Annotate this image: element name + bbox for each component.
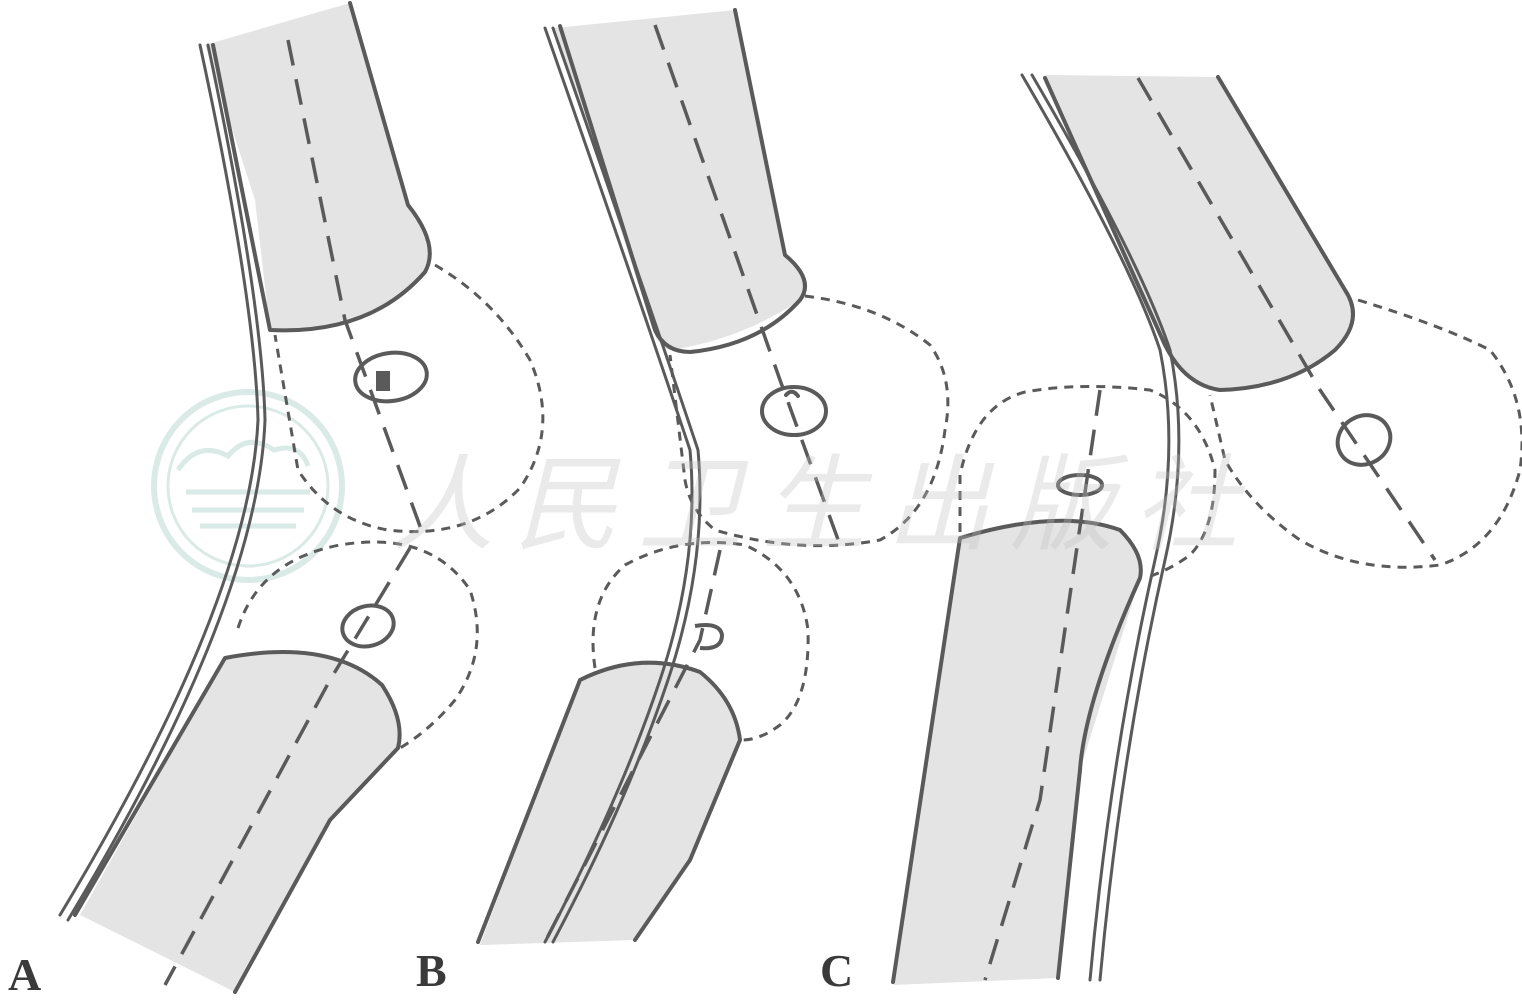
panel-a-lower-capsule — [236, 540, 479, 750]
panel-c-lower-joint-marker — [1056, 473, 1104, 497]
panel-a-upper-axis — [286, 39, 427, 541]
panel-a — [58, 1, 545, 994]
panel-a-upper-joint-dot — [376, 371, 390, 391]
panel-label-c: C — [820, 945, 854, 996]
panel-label-b: B — [416, 945, 447, 996]
panel-c-upper-bone — [1045, 75, 1353, 390]
panel-b-skin-line-outer — [543, 26, 694, 944]
panel-c-skin-line-inner — [1030, 73, 1181, 982]
panel-b-upper-axis — [653, 24, 842, 546]
panel-a-upper-bone-outline — [211, 1, 432, 333]
panel-b-lower-capsule — [591, 541, 810, 742]
panel-b-upper-bone — [555, 10, 805, 350]
panel-a-lower-joint-marker — [340, 603, 396, 649]
panel-c-upper-capsule — [1208, 298, 1522, 569]
panel-label-a: A — [8, 949, 42, 1000]
panel-a-lower-bone-outline — [73, 650, 402, 994]
watermark-text: 人民卫生出版社 — [390, 444, 1259, 566]
panel-c-lower-axis — [983, 389, 1102, 981]
panel-c-lower-bone-outline — [891, 518, 1143, 984]
panel-b-upper-joint-marker — [760, 385, 828, 437]
panel-b-lower-joint-marker — [694, 623, 725, 651]
panel-b-lower-axis — [543, 549, 722, 943]
panel-a-skin-line-outer — [58, 43, 260, 917]
panel-b-upper-capsule — [668, 294, 950, 548]
panel-c-lower-bone — [893, 521, 1141, 985]
panel-c-upper-joint-marker — [1335, 413, 1393, 467]
panel-b-upper-bone-outline — [558, 8, 807, 354]
panel-b-skin-line-inner — [551, 26, 702, 944]
panel-a-lower-bone — [80, 652, 400, 992]
panel-a-skin-line-inner — [66, 43, 267, 922]
panel-c-upper-bone-outline — [1043, 75, 1355, 392]
panel-b-upper-joint-notch — [784, 389, 800, 398]
panel-a-lower-axis — [163, 547, 412, 986]
panel-c — [891, 73, 1522, 985]
panel-b — [476, 8, 950, 945]
panel-b-lower-bone — [480, 662, 740, 945]
panel-b-lower-bone-outline — [476, 660, 742, 944]
watermark-emblem — [151, 389, 345, 583]
panel-a-upper-capsule — [273, 263, 545, 534]
panel-a-upper-bone — [205, 3, 430, 331]
panel-c-lower-capsule — [958, 384, 1217, 580]
panel-a-upper-joint-marker — [353, 350, 429, 404]
panel-c-upper-axis — [1136, 77, 1437, 561]
panel-c-skin-line-outer — [1020, 73, 1171, 982]
